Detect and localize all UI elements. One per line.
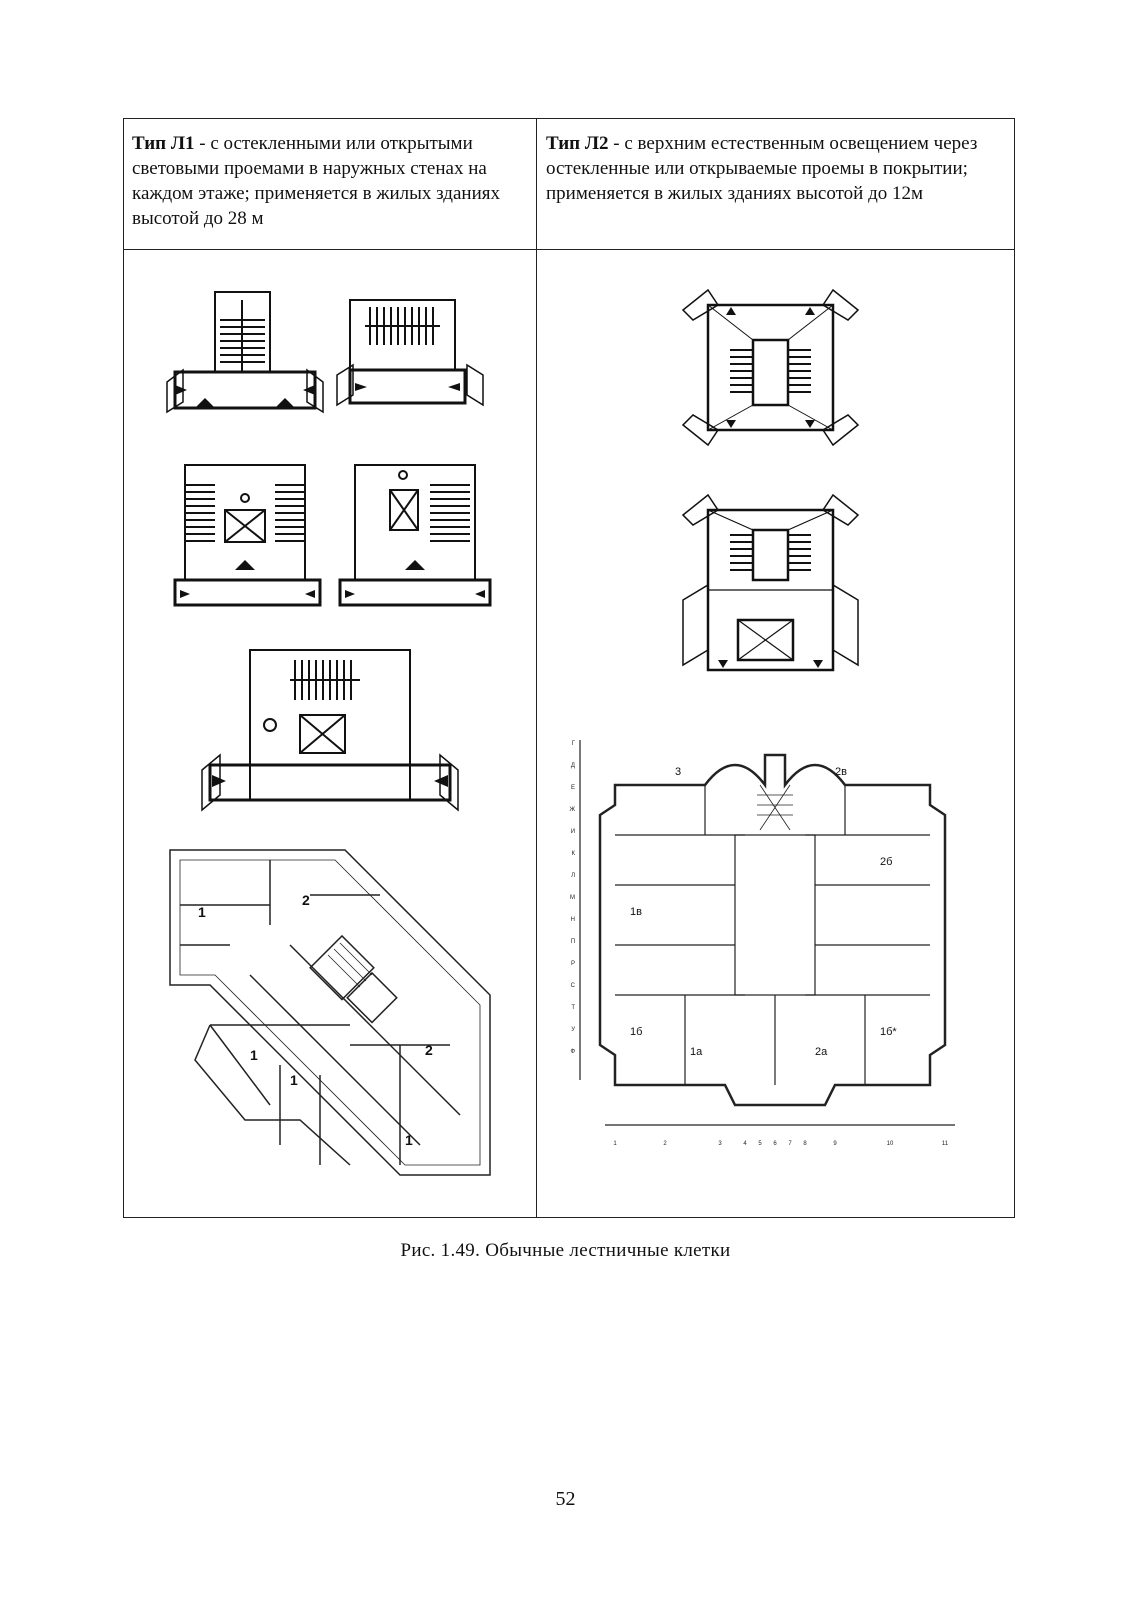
plan-right-apt-3: 3 xyxy=(675,766,681,778)
l2-stair-plan-2 xyxy=(681,493,860,672)
col-label-8: 9 xyxy=(833,1141,837,1147)
row-label-11: С xyxy=(571,983,576,989)
l2-floor-plan: Г Д Е Ж И К Л М Н П Р С Т У Ф 1 2 3 4 5 … xyxy=(569,740,955,1147)
plan-right-apt-1v: 1в xyxy=(630,906,642,918)
row-label-13: У xyxy=(571,1027,575,1033)
row-label-12: Т xyxy=(571,1005,575,1011)
plan-left-apt-1: 1 xyxy=(198,904,206,920)
plan-right-apt-2v: 2в xyxy=(835,766,847,778)
type-l2-title: Тип Л2 xyxy=(546,133,609,154)
plan-left-apt-2: 2 xyxy=(302,892,310,908)
col-label-7: 8 xyxy=(803,1141,807,1147)
row-label-14: Ф xyxy=(570,1049,575,1055)
row-label-1: Д xyxy=(571,763,575,769)
page-number: 52 xyxy=(555,1488,576,1510)
row-label-2: Е xyxy=(571,785,575,791)
plan-right-apt-2b: 2б xyxy=(880,856,892,868)
plan-left-apt-4: 1 xyxy=(290,1072,298,1088)
plan-right-apt-1b: 1б xyxy=(630,1026,642,1038)
type-l2-description: - с верхним естественным освещением чере… xyxy=(546,133,978,204)
column-divider xyxy=(536,119,537,1217)
row-label-0: Г xyxy=(572,741,576,747)
row-label-10: Р xyxy=(571,961,575,967)
type-l1-header: Тип Л1 - с остекленными или открытыми св… xyxy=(132,131,532,231)
col-label-4: 5 xyxy=(758,1141,762,1147)
type-l2-header: Тип Л2 - с верхним естественным освещени… xyxy=(546,131,1006,206)
plan-left-apt-6: 1 xyxy=(405,1132,413,1148)
figure-table: Тип Л1 - с остекленными или открытыми св… xyxy=(123,118,1015,1218)
plan-right-apt-1a: 1а xyxy=(690,1046,703,1058)
row-label-9: П xyxy=(571,939,575,945)
plan-right-apt-1b-star: 1б* xyxy=(880,1026,897,1038)
row-label-3: Ж xyxy=(569,807,575,813)
l1-stair-plan-5 xyxy=(201,649,459,812)
col-label-6: 7 xyxy=(788,1141,792,1147)
row-label-7: М xyxy=(570,895,575,901)
l1-stair-plan-1 xyxy=(166,291,324,414)
plan-left-apt-3: 1 xyxy=(250,1047,258,1063)
col-label-5: 6 xyxy=(773,1141,777,1147)
figure-caption: Рис. 1.49. Обычные лестничные клетки xyxy=(400,1240,731,1261)
l1-stair-plan-3 xyxy=(173,464,322,607)
l1-stair-plan-4 xyxy=(338,464,492,607)
l1-stair-plan-2 xyxy=(336,299,484,407)
header-divider xyxy=(124,249,1014,250)
row-label-8: Н xyxy=(571,917,575,923)
plan-left-apt-5: 2 xyxy=(425,1042,433,1058)
col-label-0: 1 xyxy=(613,1141,617,1147)
plan-right-apt-2a: 2а xyxy=(815,1046,828,1058)
l2-stair-plan-1 xyxy=(681,288,860,447)
l1-floor-plan: 1 2 1 1 2 1 xyxy=(169,849,491,1176)
row-label-6: Л xyxy=(571,873,575,879)
col-label-10: 11 xyxy=(942,1141,949,1147)
row-label-5: К xyxy=(572,851,576,857)
col-label-1: 2 xyxy=(663,1141,667,1147)
row-label-4: И xyxy=(571,829,575,835)
col-label-9: 10 xyxy=(887,1141,894,1147)
type-l1-description: - с остекленными или открытыми световыми… xyxy=(132,133,500,229)
type-l1-title: Тип Л1 xyxy=(132,133,195,154)
col-label-2: 3 xyxy=(718,1141,722,1147)
col-label-3: 4 xyxy=(743,1141,747,1147)
